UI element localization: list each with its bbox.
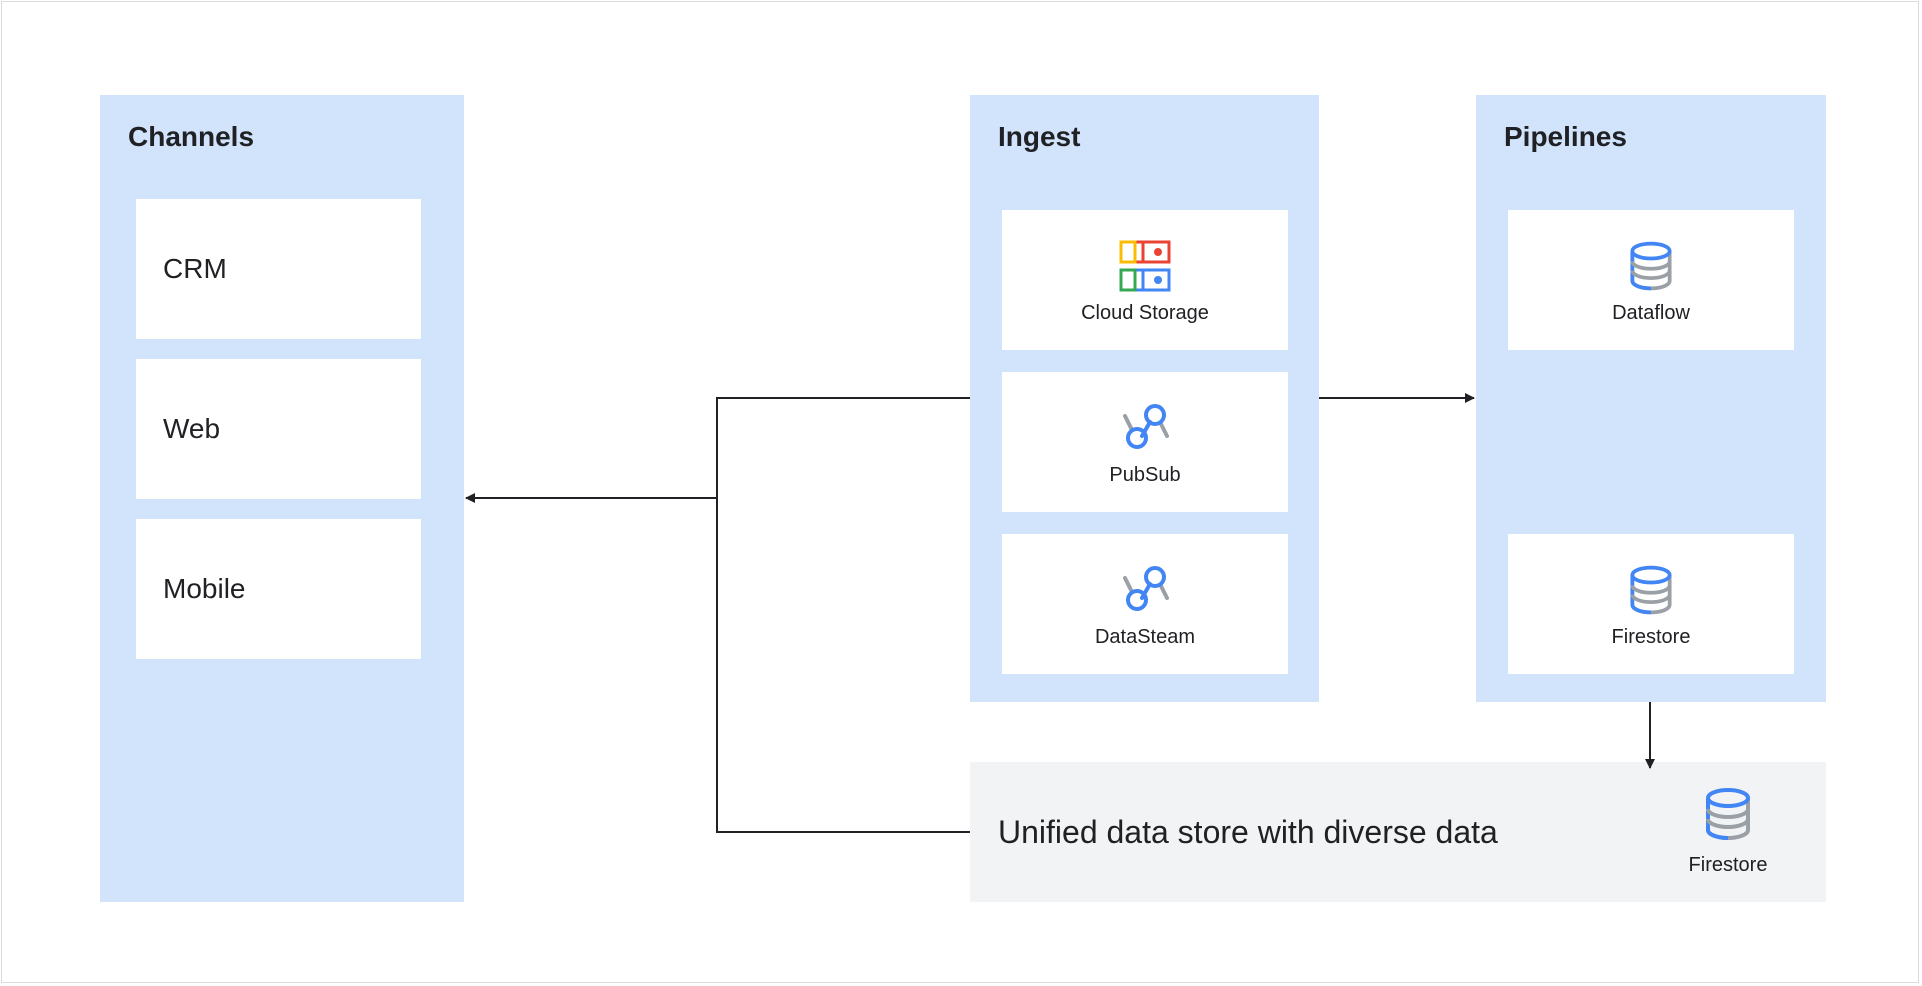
service-card-dataflow: Dataflow (1508, 210, 1794, 350)
channel-label: Mobile (163, 573, 246, 604)
connector-store-to-channels (716, 498, 970, 833)
service-label: PubSub (1109, 464, 1181, 486)
store-description: Unified data store with diverse data (998, 813, 1498, 850)
pubsub-icon (1123, 404, 1169, 449)
channels-title: Channels (128, 121, 255, 152)
service-card-firestore: Firestore (1508, 534, 1794, 674)
database-icon (1706, 788, 1750, 840)
ingest-panel: Ingest Cloud Storage PubSub (970, 95, 1319, 702)
service-label: Firestore (1611, 626, 1691, 648)
service-card-pubsub: PubSub (1002, 372, 1288, 512)
service-label: Cloud Storage (1081, 302, 1209, 324)
channel-card-web: Web (136, 359, 421, 499)
database-icon (1630, 241, 1672, 291)
datastream-icon (1123, 566, 1169, 611)
store-service-label: Firestore (1688, 854, 1768, 876)
channels-panel: Channels CRM Web Mobile (100, 95, 464, 902)
pipelines-title: Pipelines (1504, 121, 1627, 152)
pipelines-panel: Pipelines Dataflow Firestore (1476, 95, 1826, 702)
service-label: DataSteam (1094, 626, 1196, 648)
ingest-title: Ingest (998, 121, 1081, 152)
channel-card-mobile: Mobile (136, 519, 421, 659)
channel-label: Web (163, 413, 221, 444)
service-card-cloud-storage: Cloud Storage (1002, 210, 1288, 350)
channel-card-crm: CRM (136, 199, 421, 339)
database-icon (1630, 565, 1672, 615)
service-label: Dataflow (1612, 302, 1690, 324)
service-card-datastream: DataSteam (1002, 534, 1288, 674)
connector-ingest-to-channels (716, 397, 970, 498)
channel-label: CRM (163, 253, 227, 284)
cloud-storage-icon (1119, 240, 1171, 292)
unified-data-store: Unified data store with diverse data Fir… (970, 762, 1826, 902)
